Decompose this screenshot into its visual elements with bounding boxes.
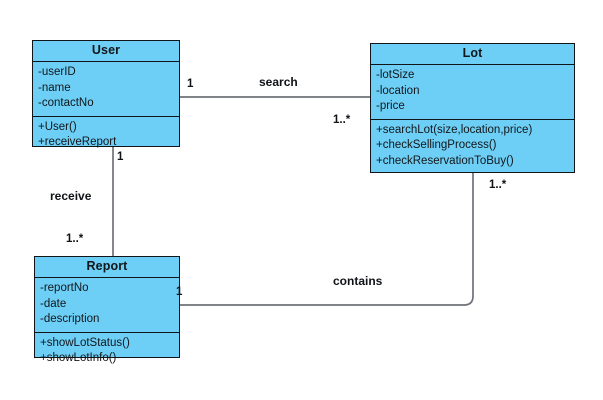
operation-item: +searchLot(size,location,price) [376, 123, 533, 136]
association-label-contains: contains [333, 274, 383, 288]
multiplicity-contains-report: 1 [176, 286, 183, 298]
operation-item: +showLotInfo() [40, 352, 117, 364]
class-name-user: User [33, 41, 179, 62]
attributes-compartment-report: -reportNo -date -description [35, 278, 179, 333]
association-label-search: search [259, 75, 298, 89]
attributes-compartment-user: -userID -name -contactNo [33, 62, 179, 117]
association-line-contains [180, 173, 474, 306]
uml-class-report[interactable]: Report -reportNo -date -description +sho… [34, 256, 180, 364]
operations-compartment-report: +showLotStatus() +showLotInfo() [35, 333, 179, 371]
operation-item: +User() [38, 120, 77, 133]
operations-compartment-user: +User() +receiveReport [33, 117, 179, 155]
multiplicity-contains-lot: 1..* [489, 179, 507, 191]
attributes-compartment-lot: -lotSize -location -price [371, 65, 574, 120]
operations-compartment-lot: +searchLot(size,location,price) +checkSe… [371, 120, 574, 174]
class-name-lot: Lot [371, 44, 574, 65]
multiplicity-receive-report: 1..* [66, 233, 84, 245]
attribute-item: -price [376, 100, 405, 112]
attribute-item: -date [40, 297, 67, 310]
operation-item: +showLotStatus() [40, 336, 130, 349]
multiplicity-search-lot: 1..* [333, 114, 351, 126]
multiplicity-search-user: 1 [187, 78, 194, 90]
association-label-receive: receive [50, 189, 92, 203]
attribute-item: -location [376, 84, 420, 97]
class-name-report: Report [35, 257, 179, 278]
attribute-item: -name [38, 81, 71, 94]
attribute-item: -lotSize [376, 69, 415, 81]
multiplicity-receive-user: 1 [117, 151, 124, 163]
uml-class-lot[interactable]: Lot -lotSize -location -price +searchLot… [370, 43, 575, 173]
operation-item: +checkReservationToBuy() [376, 154, 514, 167]
operation-item: +checkSellingProcess() [376, 139, 497, 151]
attribute-item: -userID [38, 66, 76, 78]
uml-class-user[interactable]: User -userID -name -contactNo +User() +r… [32, 40, 180, 148]
attribute-item: -contactNo [38, 97, 94, 109]
attribute-item: -description [40, 313, 100, 325]
attribute-item: -reportNo [40, 282, 89, 294]
operation-item: +receiveReport [38, 136, 117, 148]
